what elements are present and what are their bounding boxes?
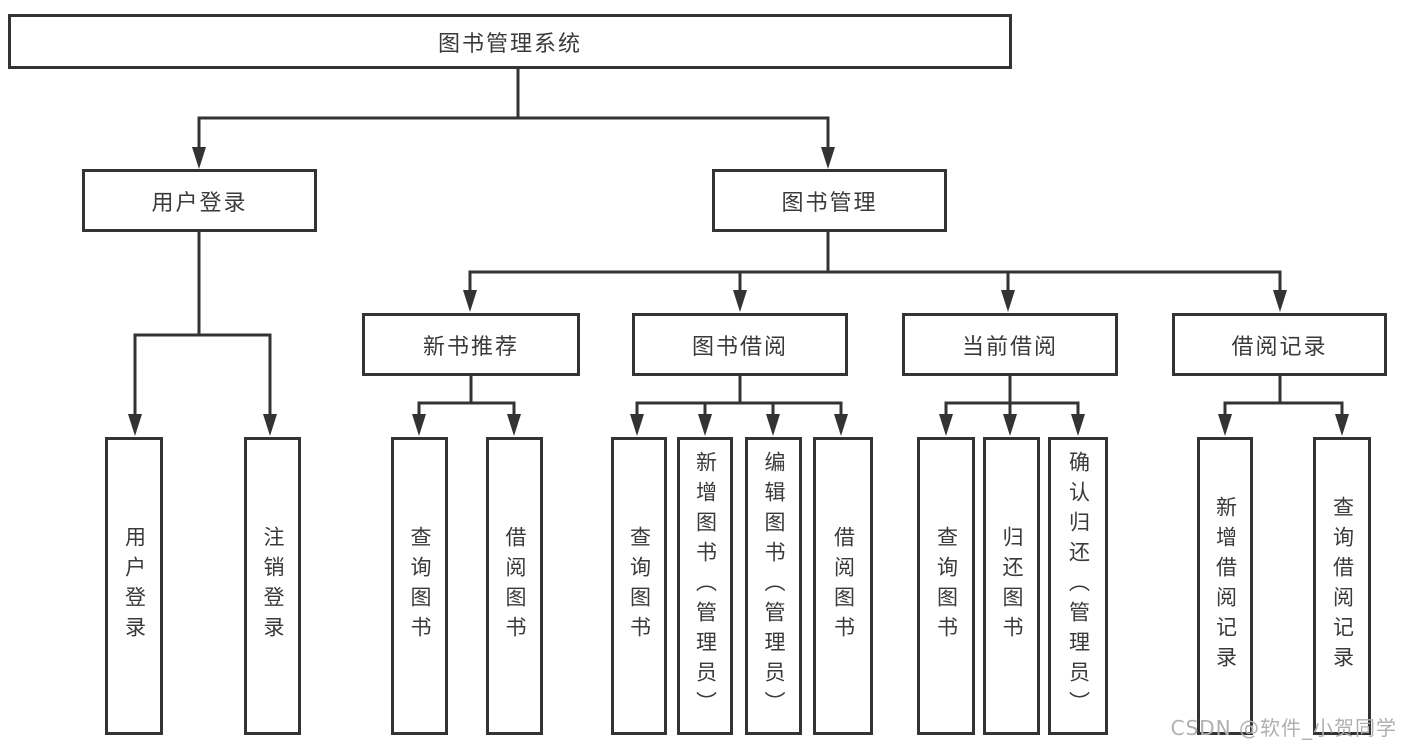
connector-arrowhead (1218, 414, 1232, 436)
node-book-management: 图书管理 (712, 169, 947, 232)
connector-arrowhead (733, 290, 747, 312)
leaf-query-books-recommend: 查询图书 (391, 437, 448, 735)
leaf-query-borrow-record: 查询借阅记录 (1313, 437, 1371, 735)
node-borrowing-records: 借阅记录 (1172, 313, 1387, 376)
leaf-borrow-books-borrowing: 借阅图书 (813, 437, 873, 735)
leaf-query-books-current: 查询图书 (917, 437, 975, 735)
connector-arrowhead (630, 414, 644, 436)
leaf-user-login: 用户登录 (105, 437, 163, 735)
connector-arrowhead (821, 147, 835, 169)
connector-arrowhead (766, 414, 780, 436)
leaf-add-books-admin: 新增图书（管理员） (677, 437, 733, 735)
connector-arrowhead (1335, 414, 1349, 436)
leaf-confirm-return-admin: 确认归还（管理员） (1048, 437, 1108, 735)
connector-arrowhead (192, 147, 206, 169)
node-current-borrowing: 当前借阅 (902, 313, 1118, 376)
connector-arrowhead (507, 414, 521, 436)
connector-arrowhead (834, 414, 848, 436)
connector-arrowhead (939, 414, 953, 436)
node-new-book-recommend: 新书推荐 (362, 313, 580, 376)
leaf-query-books-borrowing: 查询图书 (611, 437, 667, 735)
node-root: 图书管理系统 (8, 14, 1012, 69)
leaf-edit-books-admin: 编辑图书（管理员） (745, 437, 802, 735)
connector-arrowhead (1003, 414, 1017, 436)
connector-arrowhead (463, 290, 477, 312)
leaf-return-books: 归还图书 (983, 437, 1040, 735)
leaf-add-borrow-record: 新增借阅记录 (1197, 437, 1253, 735)
connector-arrowhead (1001, 290, 1015, 312)
connector-arrowhead (1071, 414, 1085, 436)
connector-arrowhead (1273, 290, 1287, 312)
connector-arrowhead (698, 414, 712, 436)
watermark: CSDN @软件_小贺同学 (1170, 716, 1397, 740)
leaf-borrow-books-recommend: 借阅图书 (486, 437, 543, 735)
leaf-logout: 注销登录 (244, 437, 301, 735)
node-book-borrowing: 图书借阅 (632, 313, 848, 376)
connector-arrowhead (263, 414, 277, 436)
connector-arrowhead (412, 414, 426, 436)
node-user-login: 用户登录 (82, 169, 317, 232)
connector-arrowhead (128, 414, 142, 436)
